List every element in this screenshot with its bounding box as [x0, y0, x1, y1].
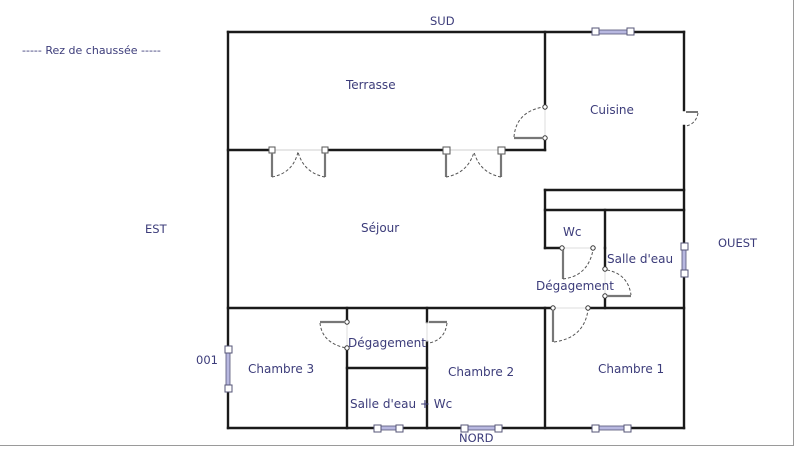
orientation-east: EST: [145, 222, 167, 236]
orientation-south: SUD: [430, 14, 455, 28]
door-wc: [559, 245, 596, 280]
door-kitchen-exterior: [685, 111, 699, 127]
room-terrasse: Terrasse: [346, 78, 396, 92]
room-wc: Wc: [563, 225, 582, 239]
door-salle-deau: [602, 266, 632, 299]
title-dashes-left: -----: [22, 44, 42, 57]
room-salle-deau: Salle d'eau: [607, 252, 674, 266]
door-chambre-2: [426, 320, 448, 344]
room-degagement-east: Dégagement: [536, 279, 614, 293]
frame-bottom-border: [0, 445, 794, 446]
room-chambre-2: Chambre 2: [448, 365, 515, 379]
window-salle-deau-wc-north: [373, 424, 404, 433]
window-salle-deau-west: [680, 242, 689, 278]
frame-right-border: [793, 0, 794, 446]
title-dashes-right: -----: [141, 44, 161, 57]
door-terrasse-right: [442, 146, 506, 178]
title-label: Rez de chaussée: [45, 44, 138, 57]
room-sejour: Séjour: [361, 221, 400, 235]
door-chambre-1: [550, 305, 591, 343]
room-salle-deau-wc: Salle d'eau + Wc: [350, 397, 453, 411]
window-chambre-2-north: [460, 424, 503, 433]
walls: [226, 30, 686, 430]
orientation-west: OUEST: [718, 236, 758, 250]
door-chambre-3: [319, 319, 350, 351]
room-chambre-3: Chambre 3: [248, 362, 315, 376]
room-chambre-1: Chambre 1: [598, 362, 665, 376]
window-kitchen-south: [591, 27, 635, 36]
window-chambre-1-north: [591, 424, 632, 433]
windows: [224, 27, 689, 433]
window-001: [224, 345, 233, 393]
window-id-label: 001: [196, 353, 218, 367]
room-degagement-center: Dégagement: [348, 336, 426, 350]
door-terrasse-left: [268, 146, 329, 178]
doors: [268, 104, 699, 351]
door-kitchen: [513, 104, 548, 141]
floor-title: ----- Rez de chaussée -----: [22, 44, 161, 57]
room-cuisine: Cuisine: [590, 103, 634, 117]
orientation-north: NORD: [459, 431, 494, 445]
